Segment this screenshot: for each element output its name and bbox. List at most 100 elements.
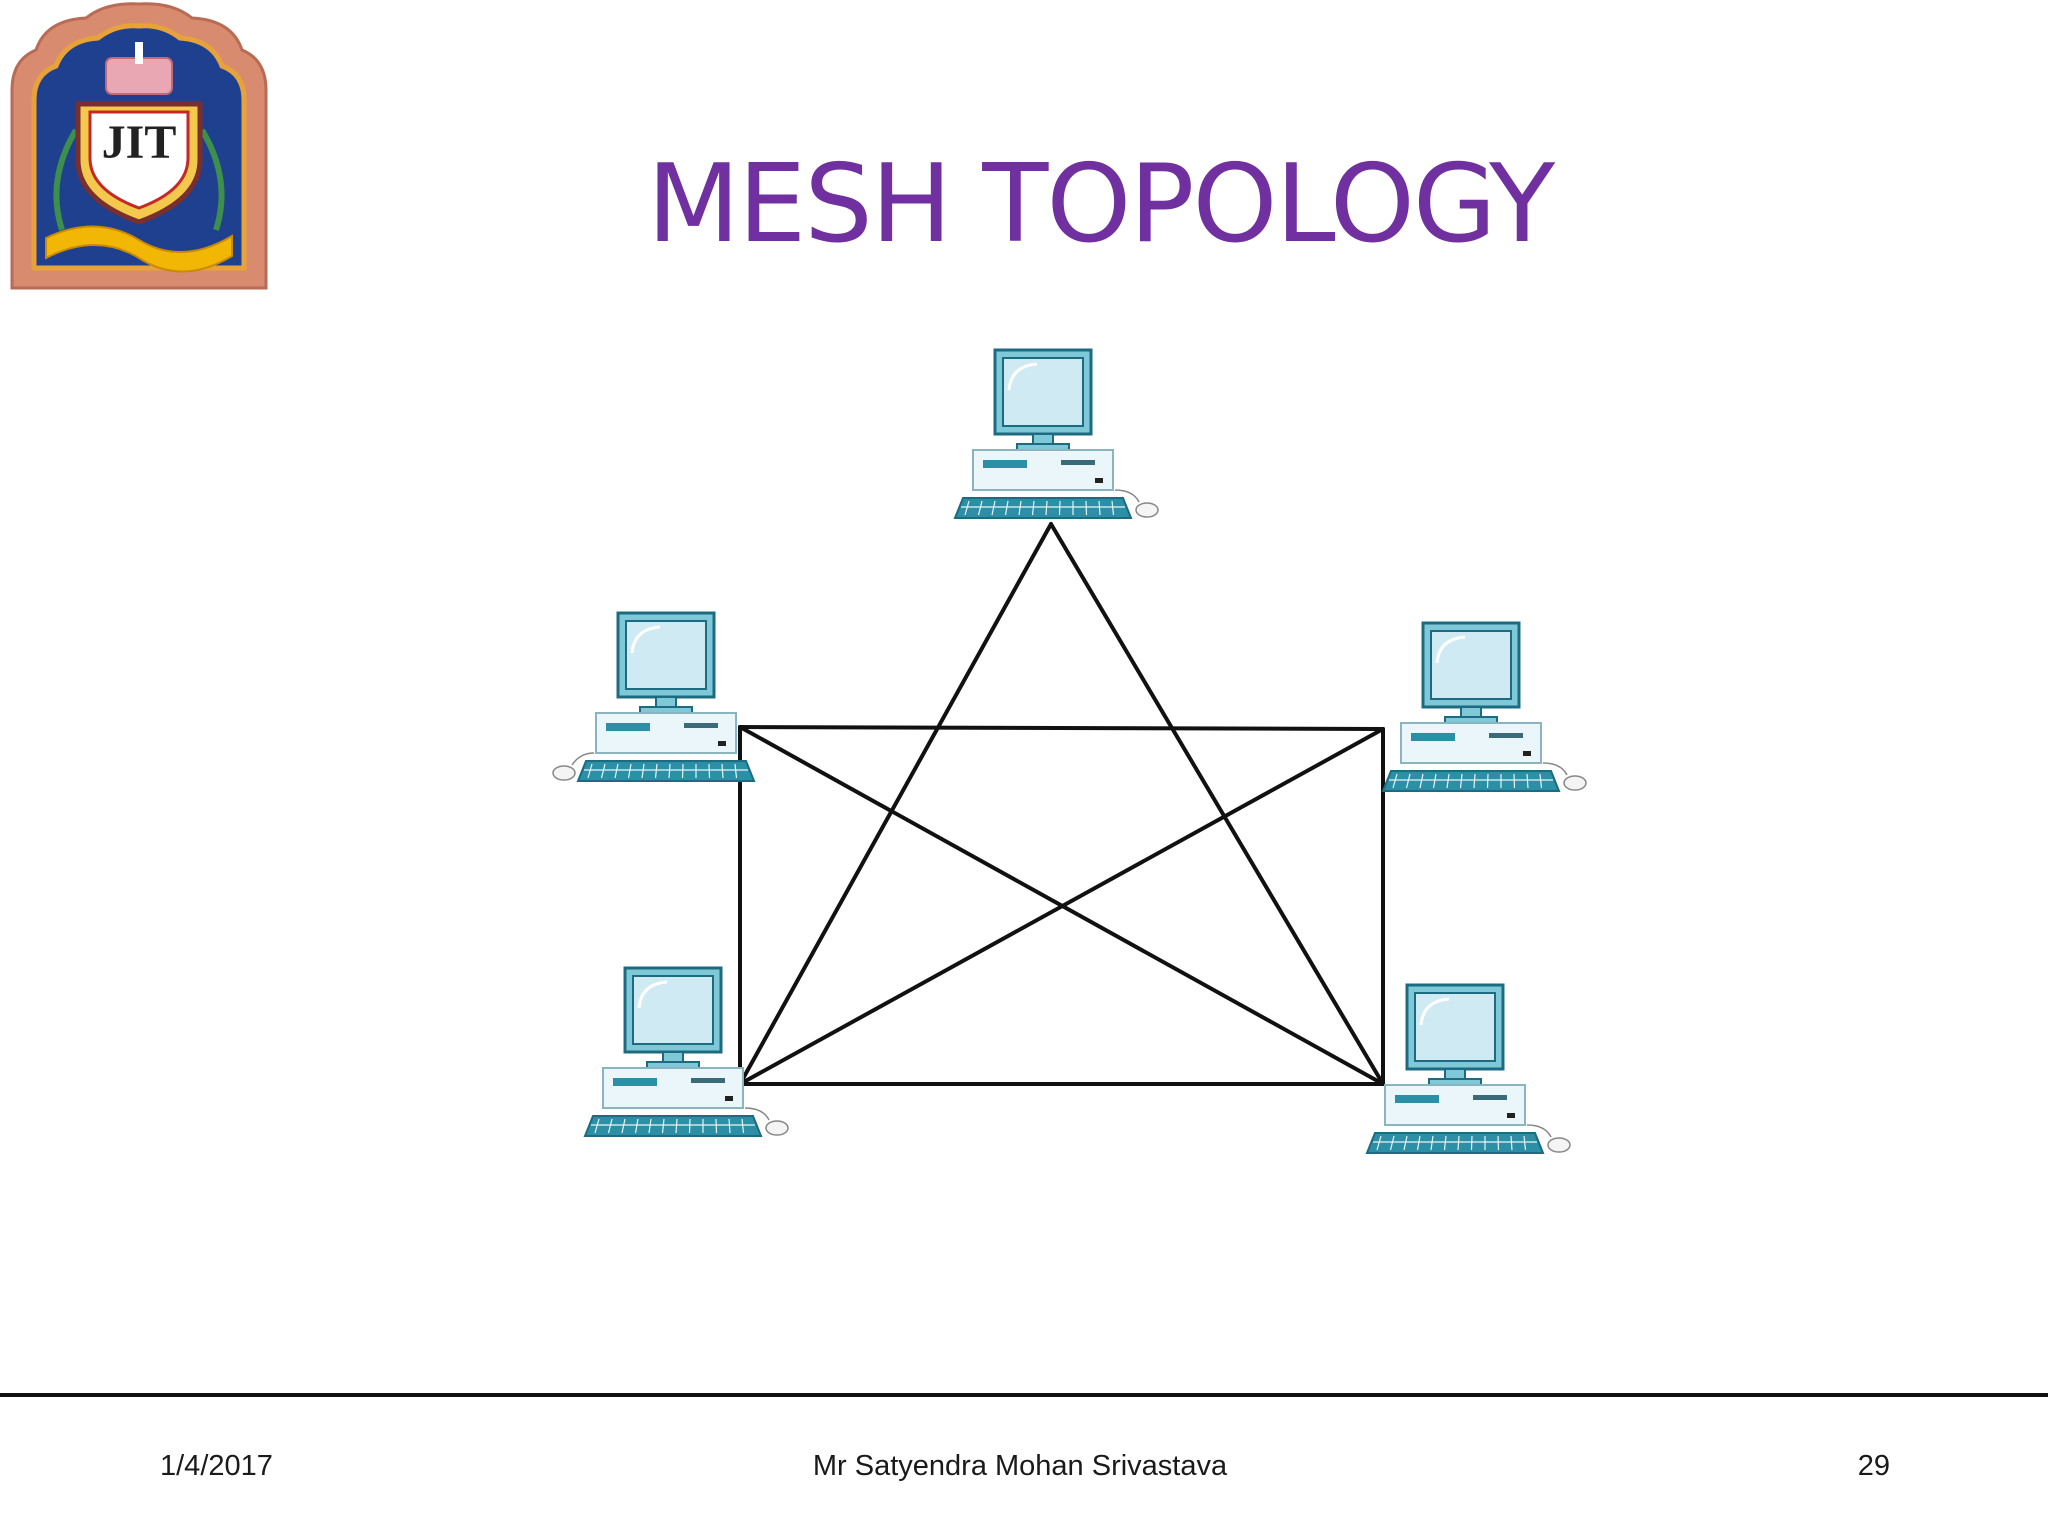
keyboard-key-line [1443, 1135, 1447, 1151]
power-led [718, 741, 726, 746]
logo-wreath-right [199, 128, 225, 231]
monitor-screen [1002, 357, 1084, 427]
screen-glare [637, 980, 668, 1009]
system-unit [1400, 722, 1542, 764]
keyboard-key-line [1376, 1135, 1382, 1151]
footer-author: Mr Satyendra Mohan Srivastava [812, 1450, 1228, 1482]
logo-shield-inner [88, 110, 190, 210]
power-led [1095, 478, 1103, 483]
keyboard-key-line [1473, 773, 1476, 789]
floppy-slot [691, 1078, 725, 1083]
keyboard-key-line [1470, 1135, 1473, 1151]
mouse-cable [1542, 762, 1568, 776]
mouse [1547, 1137, 1571, 1153]
monitor-screen [632, 975, 714, 1045]
computer-icon [1365, 983, 1571, 1154]
keyboard-key-line [1403, 1135, 1408, 1151]
keyboard-key-line [977, 500, 983, 516]
drive-bay [1395, 1095, 1439, 1103]
drive-bay [613, 1078, 657, 1086]
keyboard-key-line [668, 763, 671, 779]
computer-icon [583, 966, 789, 1137]
footer-page-number: 29 [1857, 1450, 1890, 1482]
monitor-neck [655, 696, 677, 708]
monitor-neck [1444, 1068, 1466, 1080]
floppy-slot [684, 723, 718, 728]
floppy-slot [1489, 733, 1523, 738]
keyboard-key-line [741, 1118, 745, 1134]
computer-icon [953, 348, 1159, 519]
keyboard-key-line [1098, 500, 1101, 516]
link-right-bottom-left [738, 727, 1385, 1086]
mouse [1563, 775, 1587, 791]
institute-crest-icon: JIT [10, 2, 268, 290]
keyboard-key-line [1045, 500, 1048, 516]
keyboard-key-line [661, 1118, 665, 1134]
keyboard-key-line [688, 1118, 691, 1134]
mouse-cable [571, 752, 595, 766]
keyboard-key-line [614, 763, 619, 779]
link-top-bottom-left [738, 522, 1053, 1086]
keyboard-key-line [1430, 1135, 1434, 1151]
keyboard-key-line [715, 1118, 718, 1134]
footer-divider [0, 1393, 2048, 1397]
keyboard-key-line [1486, 773, 1489, 789]
slide-title: MESH TOPOLOGY [646, 142, 1555, 267]
keyboard-key-line [734, 763, 738, 779]
screen-glare [1419, 997, 1450, 1026]
drive-bay [1411, 733, 1455, 741]
keyboard-key-line [1432, 773, 1437, 789]
keyboard-key-line [728, 1118, 731, 1134]
keyboard-key-line [1510, 1135, 1513, 1151]
nodes-layer [552, 348, 1587, 1154]
keyboard-key-line [1513, 773, 1516, 789]
drive-bay [983, 460, 1027, 468]
keyboard-key-line [991, 500, 996, 516]
keyboard-key-line [1392, 773, 1398, 789]
system-unit [1384, 1084, 1526, 1126]
monitor-neck [1460, 706, 1482, 718]
mouse-cable [1114, 489, 1140, 503]
monitor-screen [1430, 630, 1512, 700]
monitor-screen [1414, 992, 1496, 1062]
keyboard-key-line [721, 763, 724, 779]
keyboard-key-line [1539, 773, 1543, 789]
keyboard-key-line [600, 763, 606, 779]
keyboard-key-line [1031, 500, 1035, 516]
logo-torch [135, 42, 143, 64]
keyboard-key-line [1416, 1135, 1421, 1151]
system-unit [602, 1067, 744, 1109]
mouse [1135, 502, 1159, 518]
keyboard-key-line [607, 1118, 613, 1134]
mouse [552, 765, 576, 781]
keyboard-key-line [1446, 773, 1450, 789]
monitor-neck [1032, 433, 1054, 445]
keyboard-key-line [1058, 500, 1061, 516]
floppy-slot [1473, 1095, 1507, 1100]
keyboard-key-line [1085, 500, 1088, 516]
screen-glare [1435, 635, 1466, 664]
keyboard-key-line [1457, 1135, 1460, 1151]
power-led [1523, 751, 1531, 756]
drive-bay [606, 723, 650, 731]
keyboard-key-line [675, 1118, 678, 1134]
keyboard-key-line [1459, 773, 1463, 789]
mouse [765, 1120, 789, 1136]
system-unit [595, 712, 737, 754]
keyboard-key-line [1526, 773, 1529, 789]
monitor-neck [662, 1051, 684, 1063]
keyboard-key-line [1004, 500, 1009, 516]
monitor-screen [625, 620, 707, 690]
keyboard-key-line [708, 763, 711, 779]
keyboard-key-line [1405, 773, 1411, 789]
power-led [1507, 1113, 1515, 1118]
computer-icon [1381, 621, 1587, 792]
keyboard-key-line [641, 763, 645, 779]
system-unit [972, 449, 1114, 491]
floppy-slot [1061, 460, 1095, 465]
screen-glare [1007, 362, 1038, 391]
keyboard-key-line [654, 763, 658, 779]
keyboard-key-line [648, 1118, 652, 1134]
logo-wreath-left [53, 128, 79, 231]
